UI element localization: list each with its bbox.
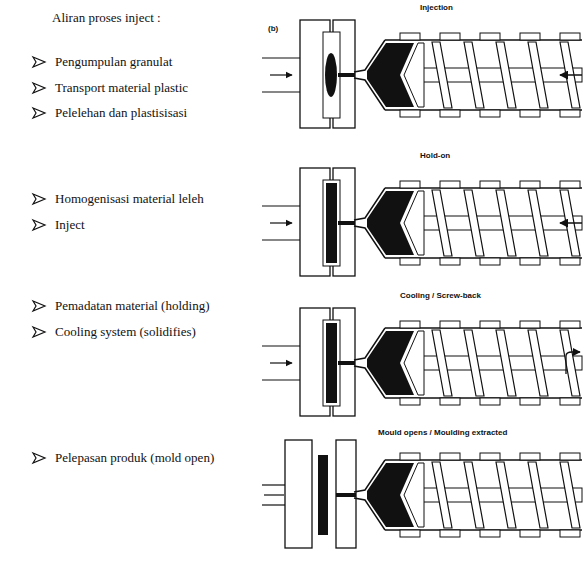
moulded-part <box>318 455 328 535</box>
stage-label: Cooling / Screw-back <box>400 291 481 301</box>
stage-label: Injection <box>420 3 453 13</box>
clamp-ram <box>262 504 285 505</box>
screw-back-arrow <box>566 352 580 374</box>
process-step: Inject <box>55 217 85 233</box>
process-step: Transport material plastic <box>55 80 188 96</box>
injection-arrow <box>560 74 582 76</box>
moving-platen <box>285 440 312 548</box>
sprue <box>336 493 356 497</box>
clamp-ram <box>262 484 285 485</box>
stage-label: Hold-on <box>420 151 450 161</box>
mould-open-panel <box>262 440 582 548</box>
injection-panel <box>262 20 582 128</box>
process-step: Pengumpulan granulat <box>55 54 172 70</box>
process-step: Pelelehan dan plastisisasi <box>55 105 187 121</box>
process-step: Pemadatan material (holding) <box>55 298 210 314</box>
title: Aliran proses inject : <box>52 10 161 26</box>
hold-on-panel <box>262 168 582 276</box>
partial-fill <box>325 53 337 97</box>
stage-label: Mould opens / Moulding extracted <box>378 428 507 438</box>
process-step: Cooling system (solidifies) <box>55 324 196 340</box>
process-step: Homogenisasi material leleh <box>55 191 204 207</box>
stage-label: (b) <box>268 24 278 34</box>
open-arrow <box>264 494 284 495</box>
filled-cavity <box>326 323 337 403</box>
fixed-platen <box>336 440 356 548</box>
hold-arrow <box>560 222 582 224</box>
filled-cavity <box>326 183 337 263</box>
cooling-panel <box>262 308 582 416</box>
process-step: Pelepasan produk (mold open) <box>55 450 214 466</box>
